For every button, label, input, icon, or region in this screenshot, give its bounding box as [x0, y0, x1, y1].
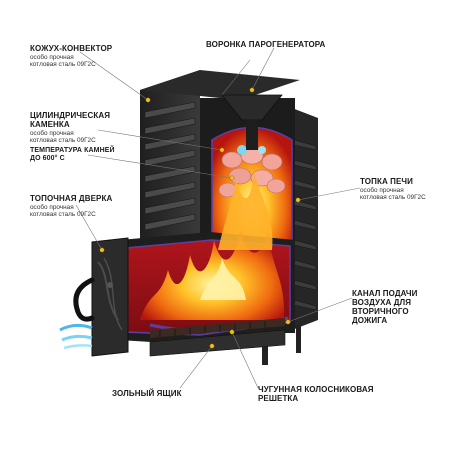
firebox-sub2: котловая сталь 09Г2С — [360, 194, 426, 202]
door-sub2: котловая сталь 09Г2С — [30, 211, 96, 219]
temperature-label: ТЕМПЕРАТУРА КАМНЕЙ ДО 600° С — [30, 147, 115, 163]
air-channel-title1: КАНАЛ ПОДАЧИ — [352, 289, 418, 298]
firebox-door — [91, 237, 129, 357]
air-channel-title3: ВТОРИЧНОГО — [352, 306, 409, 316]
door-title: ТОПОЧНАЯ ДВЕРКА — [30, 194, 113, 203]
heater-sub1: особо прочная — [30, 129, 74, 137]
air-channel-label: КАНАЛ ПОДАЧИ ВОЗДУХА ДЛЯ ВТОРИЧНОГО ДОЖИ… — [352, 289, 418, 326]
firebox-label: ТОПКА ПЕЧИ особо прочная котловая сталь … — [360, 177, 426, 202]
heater-label: ЦИЛИНДРИЧЕСКАЯ КАМЕНКА особо прочная кот… — [30, 111, 111, 145]
ash-box-title: ЗОЛЬНЫЙ ЯЩИК — [112, 389, 182, 398]
heater-sub2: котловая сталь 09Г2С — [30, 137, 96, 145]
ash-box — [149, 329, 286, 357]
door-label: ТОПОЧНАЯ ДВЕРКА особо прочная котловая с… — [30, 194, 113, 219]
convector-label: КОЖУХ-КОНВЕКТОР особо прочная котловая с… — [30, 44, 113, 69]
grate — [150, 318, 285, 338]
firebox-sub1: особо прочная — [360, 186, 404, 194]
convector-sub1: особо прочная — [30, 53, 74, 61]
ash-box-label: ЗОЛЬНЫЙ ЯЩИК — [112, 389, 182, 399]
firebox-title: ТОПКА ПЕЧИ — [360, 177, 413, 186]
handle-icon — [73, 277, 95, 322]
door-sub1: особо прочная — [30, 203, 74, 211]
grate-title2: РЕШЕТКА — [258, 393, 299, 403]
air-inlet-icon — [59, 323, 93, 350]
heater-title1: ЦИЛИНДРИЧЕСКАЯ — [30, 111, 111, 120]
grate-label: ЧУГУННАЯ КОЛОСНИКОВАЯ РЕШЕТКА — [258, 385, 374, 404]
air-channel-title2: ВОЗДУХА ДЛЯ — [352, 297, 412, 307]
air-channel-title4: ДОЖИГА — [352, 315, 388, 325]
grate-title1: ЧУГУННАЯ КОЛОСНИКОВАЯ — [258, 385, 374, 394]
heater-title2: КАМЕНКА — [30, 119, 70, 129]
flame-icon — [140, 230, 285, 320]
funnel-label: ВОРОНКА ПАРОГЕНЕРАТОРА — [206, 40, 326, 50]
convector-title: КОЖУХ-КОНВЕКТОР — [30, 44, 113, 53]
temperature-title1: ТЕМПЕРАТУРА КАМНЕЙ — [30, 147, 115, 154]
temperature-title2: ДО 600° С — [30, 154, 65, 162]
convector-sub2: котловая сталь 09Г2С — [30, 61, 96, 69]
leader-lines — [75, 47, 361, 389]
callout-dots — [99, 87, 301, 349]
funnel-icon — [221, 59, 283, 150]
stones-icon — [218, 145, 286, 198]
funnel-title: ВОРОНКА ПАРОГЕНЕРАТОРА — [206, 40, 326, 49]
